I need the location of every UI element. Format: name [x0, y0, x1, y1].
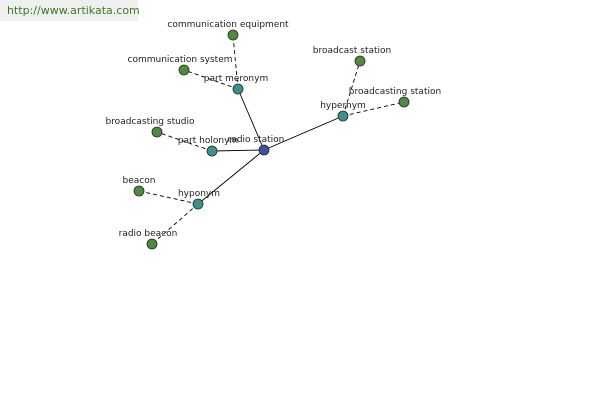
edge-radio-station-to-part-holonym: [211, 149, 265, 152]
node-part-meronym[interactable]: [232, 83, 244, 95]
node-label-broadcasting-station: broadcasting station: [349, 87, 441, 97]
node-hyponym[interactable]: [192, 198, 204, 210]
edge-radio-station-to-hyponym: [197, 149, 265, 205]
node-hypernym[interactable]: [337, 110, 349, 122]
url-bar: http://www.artikata.com: [0, 0, 140, 21]
edge-hyponym-to-beacon: [138, 190, 199, 205]
node-broadcasting-station[interactable]: [398, 96, 410, 108]
node-beacon[interactable]: [133, 185, 145, 197]
node-label-broadcasting-studio: broadcasting studio: [105, 117, 195, 127]
edge-hyponym-to-radio-beacon: [151, 203, 199, 245]
edge-part-holonym-to-broadcasting-studio: [156, 131, 213, 152]
node-communication-system[interactable]: [178, 64, 190, 76]
node-radio-station[interactable]: [258, 144, 270, 156]
url-link[interactable]: http://www.artikata.com: [7, 4, 140, 17]
node-label-broadcast-station: broadcast station: [313, 46, 391, 56]
edge-part-meronym-to-communication-equipment: [232, 34, 239, 90]
edge-hypernym-to-broadcast-station: [342, 60, 361, 117]
node-broadcast-station[interactable]: [354, 55, 366, 67]
edge-hypernym-to-broadcasting-station: [342, 101, 405, 117]
node-label-beacon: beacon: [123, 176, 156, 186]
node-label-radio-beacon: radio beacon: [119, 229, 178, 239]
edge-part-meronym-to-communication-system: [183, 69, 239, 90]
edge-radio-station-to-hypernym: [263, 115, 344, 151]
node-label-communication-equipment: communication equipment: [167, 20, 289, 30]
node-label-hyponym: hyponym: [178, 189, 220, 199]
node-part-holonym[interactable]: [206, 145, 218, 157]
node-label-radio-station: radio station: [228, 135, 285, 145]
node-broadcasting-studio[interactable]: [151, 126, 163, 138]
node-radio-beacon[interactable]: [146, 238, 158, 250]
node-label-part-holonym: part holonym: [178, 136, 238, 146]
node-communication-equipment[interactable]: [227, 29, 239, 41]
node-label-hypernym: hypernym: [320, 101, 366, 111]
node-label-communication-system: communication system: [128, 55, 233, 65]
edge-radio-station-to-part-meronym: [237, 88, 265, 151]
node-label-part-meronym: part meronym: [204, 74, 268, 84]
